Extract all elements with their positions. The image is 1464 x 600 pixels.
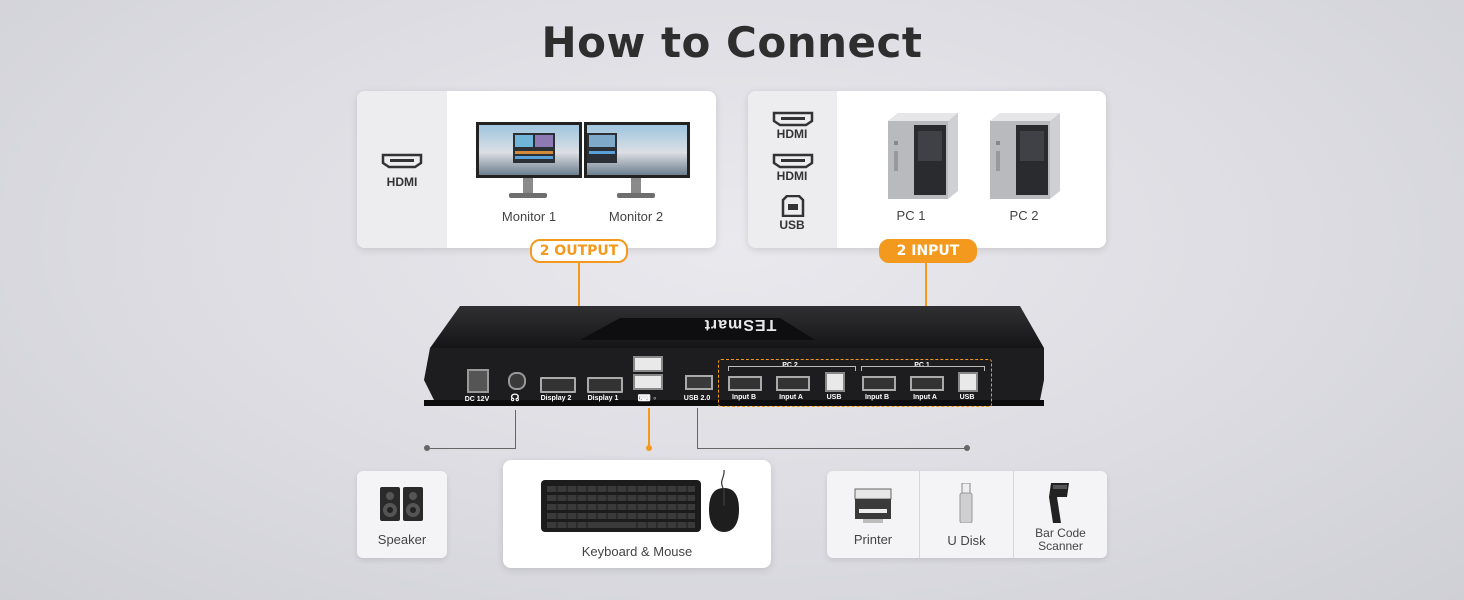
- pc-2-port-group-label: PC 2: [782, 362, 798, 369]
- headphone-icon: ☊: [510, 393, 520, 404]
- pc2-bracket: [728, 366, 856, 371]
- pc1-input-a-port[interactable]: [910, 376, 944, 391]
- dc-power-port[interactable]: [467, 369, 489, 393]
- usb-line-dot: [964, 445, 970, 451]
- usb-20-label: USB 2.0: [683, 395, 711, 402]
- pc-2-label: PC 2: [1009, 208, 1039, 223]
- pc1-usb-b-port[interactable]: [958, 372, 978, 392]
- barcode-scanner-icon: [1049, 483, 1069, 523]
- input-tag: 2 INPUT: [879, 239, 977, 263]
- pc-1-port-group-label: PC 1: [914, 362, 930, 369]
- keyboard-mouse-label: Keyboard & Mouse: [581, 544, 693, 559]
- pc1-input-b-label: Input B: [864, 394, 890, 401]
- pc-1-label: PC 1: [896, 208, 926, 223]
- input-ports-group: [718, 359, 992, 407]
- pc2-input-a-label: Input A: [779, 394, 803, 401]
- input-usb-label: USB: [779, 218, 805, 232]
- pc2-usb-label: USB: [826, 394, 842, 401]
- monitor-2-label: Monitor 2: [608, 209, 664, 224]
- keyboard-icon: [541, 480, 701, 532]
- display-1-port[interactable]: [587, 377, 623, 393]
- mouse-icon: [709, 470, 739, 532]
- usb-devices-card: Printer U Disk Bar Code Scanner: [827, 471, 1107, 558]
- dc-port-label: DC 12V: [464, 396, 490, 403]
- output-hdmi-label: HDMI: [386, 175, 418, 189]
- barcode-label-line1: Bar Code: [1035, 526, 1086, 540]
- input-hdmi-label-1: HDMI: [776, 127, 808, 141]
- pc-tower-icon: [888, 113, 958, 199]
- input-hdmi-label-2: HDMI: [776, 169, 808, 183]
- speaker-label: Speaker: [377, 532, 427, 547]
- page-title: How to Connect: [541, 18, 923, 67]
- audio-jack-port[interactable]: [508, 372, 526, 390]
- speaker-connector-line: [427, 448, 516, 449]
- udisk-label: U Disk: [947, 533, 986, 548]
- speaker-card: Speaker: [357, 471, 447, 558]
- display-1-label: Display 1: [587, 395, 619, 402]
- brand-logo: TESmart: [703, 316, 777, 333]
- pc1-input-b-port[interactable]: [862, 376, 896, 391]
- cell-divider: [919, 471, 920, 558]
- hdmi-port-icon: [381, 153, 423, 169]
- usb-a-port-top[interactable]: [633, 356, 663, 372]
- display-2-port[interactable]: [540, 377, 576, 393]
- usb-connector-vertical: [697, 408, 698, 449]
- printer-label: Printer: [853, 532, 893, 547]
- pc-tower-icon: [990, 113, 1060, 199]
- usb-connector-line: [697, 448, 967, 449]
- keyboard-mouse-card: Keyboard & Mouse: [503, 460, 771, 568]
- keyboard-mouse-icon: ⌨ ◦: [637, 393, 657, 403]
- speaker-connector-vertical: [515, 410, 516, 449]
- barcode-label-line2: Scanner: [1038, 539, 1083, 553]
- pc2-input-b-port[interactable]: [728, 376, 762, 391]
- hdmi-port-icon: [772, 153, 814, 169]
- pc1-usb-label: USB: [959, 394, 975, 401]
- pc2-input-a-port[interactable]: [776, 376, 810, 391]
- usb-b-port-icon: [781, 195, 805, 217]
- pc2-input-b-label: Input B: [731, 394, 757, 401]
- monitor-1-label: Monitor 1: [501, 209, 557, 224]
- usb-a-port-bottom[interactable]: [633, 374, 663, 390]
- usb-2-port[interactable]: [685, 375, 713, 390]
- speaker-line-dot: [424, 445, 430, 451]
- display-2-label: Display 2: [540, 395, 572, 402]
- monitor-icon: [476, 122, 690, 198]
- hdmi-port-icon: [772, 111, 814, 127]
- output-card-side: [357, 91, 447, 248]
- usb-drive-icon: [959, 483, 973, 523]
- pc1-input-a-label: Input A: [913, 394, 937, 401]
- keyboard-connector-line: [648, 408, 650, 448]
- printer-icon: [854, 488, 892, 523]
- keyboard-line-dot: [646, 445, 652, 451]
- cell-divider: [1013, 471, 1014, 558]
- pc2-usb-b-port[interactable]: [825, 372, 845, 392]
- speaker-icon: [380, 487, 423, 521]
- output-tag: 2 OUTPUT: [530, 239, 628, 263]
- output-card: HDMI Monitor 1 Monitor 2: [357, 91, 716, 248]
- input-card: HDMI HDMI USB PC 1 PC 2: [748, 91, 1106, 248]
- pc1-bracket: [861, 366, 985, 371]
